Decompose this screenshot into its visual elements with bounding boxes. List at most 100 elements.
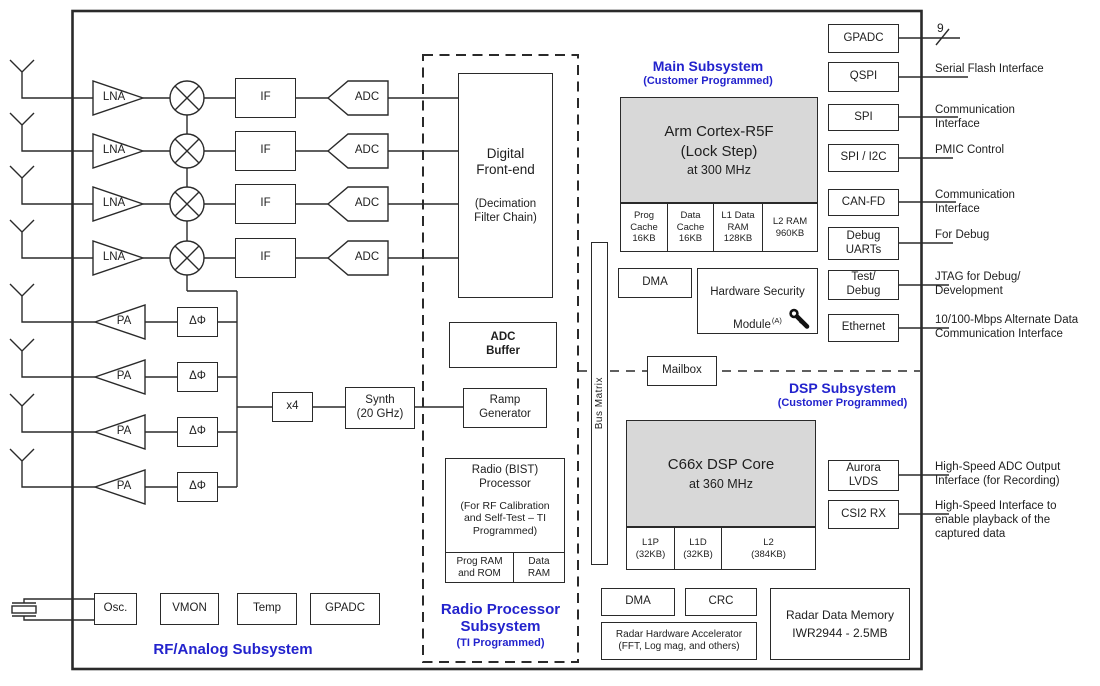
radar-hw-accelerator-block: Radar Hardware Accelerator (FFT, Log mag… xyxy=(601,622,757,660)
pa-label: PA xyxy=(116,315,132,327)
antenna-icon xyxy=(9,165,93,205)
aurora-lvds-block: Aurora LVDS xyxy=(828,460,899,491)
bus-matrix-block: Bus Matrix xyxy=(591,242,608,565)
cpu-title: Arm Cortex-R5F (Lock Step) xyxy=(664,123,774,160)
spi-i2c-note: PMIC Control xyxy=(935,144,1005,156)
qspi-block: QSPI xyxy=(828,62,899,92)
adc-pentagon xyxy=(326,186,389,222)
osc-block: Osc. xyxy=(94,593,137,625)
mailbox-block: Mailbox xyxy=(647,356,717,386)
hsm-footnote-ref: (A) xyxy=(771,315,782,325)
lna-label: LNA xyxy=(102,251,126,263)
lna-label: LNA xyxy=(102,144,126,156)
test-debug-note: JTAG for Debug/ Development xyxy=(935,271,1021,297)
adc-label: ADC xyxy=(354,91,380,103)
multiplier-x4-block: x4 xyxy=(272,392,313,422)
hardware-security-module-block: Hardware Security Module(A) xyxy=(697,268,818,334)
if-block: IF xyxy=(235,184,296,224)
mem-cell-l2-ram: L2 RAM 960KB xyxy=(762,204,817,251)
antenna-icon xyxy=(9,219,93,259)
adc-pentagon xyxy=(326,133,389,169)
mixer-icon xyxy=(169,240,205,276)
lna-label: LNA xyxy=(102,197,126,209)
mem-cell-l1p: L1P (32KB) xyxy=(635,537,666,560)
dfe-note: (Decimation Filter Chain) xyxy=(474,197,537,224)
mixer-icon xyxy=(169,80,205,116)
hsm-text: Hardware Security Module(A) xyxy=(710,269,805,333)
dsp-core-title: C66x DSP Core xyxy=(667,455,775,473)
mem-cell-data-cache: Data Cache 16KB xyxy=(667,204,713,251)
main-subsystem-title: Main Subsystem xyxy=(652,58,764,74)
temp-block: Temp xyxy=(237,593,297,625)
lna-label: LNA xyxy=(102,91,126,103)
adc-label: ADC xyxy=(354,251,380,263)
phase-shifter-block: ΔΦ xyxy=(177,472,218,502)
antenna-icon xyxy=(9,283,95,323)
vmon-block: VMON xyxy=(160,593,219,625)
dsp-memory-row: L1P (32KB) L1D (32KB) L2 (384KB) xyxy=(626,527,816,570)
debug-uarts-block: Debug UARTs xyxy=(828,227,899,260)
tx-row-wire xyxy=(145,321,177,488)
radio-processor-sublabel: (TI Programmed) xyxy=(456,637,545,649)
antenna-icon xyxy=(9,393,95,433)
antenna-icon xyxy=(9,112,93,152)
pa-label: PA xyxy=(116,480,132,492)
crc-block: CRC xyxy=(685,588,757,616)
if-block: IF xyxy=(235,131,296,171)
dsp-core-clock: at 360 MHz xyxy=(689,476,753,491)
test-debug-block: Test/ Debug xyxy=(828,270,899,300)
rf-analog-subsystem-label: RF/Analog Subsystem xyxy=(153,641,313,658)
mem-cell-l2: L2 (384KB) xyxy=(721,528,815,569)
phase-shifter-block: ΔΦ xyxy=(177,362,218,392)
mem-cell-l1d: L1D (32KB) xyxy=(674,528,721,569)
lna-triangle xyxy=(92,80,146,116)
spi-i2c-block: SPI / I2C xyxy=(828,144,899,172)
main-subsystem-subtitle: (Customer Programmed) xyxy=(643,75,773,87)
mixer-icon xyxy=(169,186,205,222)
csi2-note: High-Speed Interface to enable playback … xyxy=(935,500,1057,540)
antenna-icon xyxy=(9,338,95,378)
adc-label: ADC xyxy=(354,197,380,209)
csi2-rx-block: CSI2 RX xyxy=(828,500,899,529)
mem-cell-l1-data-ram: L1 Data RAM 128KB xyxy=(713,204,762,251)
adc-buffer-block: ADC Buffer xyxy=(449,322,557,368)
radar-data-memory-block: Radar Data Memory IWR2944 - 2.5MB xyxy=(770,588,910,660)
ethernet-note: 10/100-Mbps Alternate Data Communication… xyxy=(935,314,1079,340)
antenna-icon xyxy=(9,59,93,99)
bus-matrix-label: Bus Matrix xyxy=(593,377,605,430)
cpu-clock: at 300 MHz xyxy=(687,163,751,177)
c66x-dsp-core-block: C66x DSP Core at 360 MHz xyxy=(626,420,816,527)
crystal-oscillator-icon xyxy=(11,598,94,621)
pa-label: PA xyxy=(116,425,132,437)
dma-dsp-block: DMA xyxy=(601,588,675,616)
spi-note: Communication Interface xyxy=(935,104,1015,130)
dsp-subsystem-title: DSP Subsystem xyxy=(788,380,897,396)
chip-border xyxy=(71,9,923,671)
radio-processor-subsystem-label: Radio Processor Subsystem xyxy=(440,601,561,636)
dma-main-block: DMA xyxy=(618,268,692,298)
gpadc-io-block: GPADC xyxy=(828,24,899,53)
digital-front-end-block: Digital Front-end (Decimation Filter Cha… xyxy=(458,73,553,298)
debug-uarts-note: For Debug xyxy=(935,229,990,241)
dfe-title: Digital Front-end xyxy=(476,145,535,177)
antenna-icon xyxy=(9,448,95,488)
r5f-memory-row: Prog Cache 16KB Data Cache 16KB L1 Data … xyxy=(620,203,818,252)
qspi-note: Serial Flash Interface xyxy=(935,63,1044,75)
bist-note: (For RF Calibration and Self-Test – TI P… xyxy=(460,499,550,537)
adc-label: ADC xyxy=(354,144,380,156)
lna-triangle xyxy=(92,240,146,276)
hsm-title-line1: Hardware Security xyxy=(710,285,805,298)
lna-triangle xyxy=(92,186,146,222)
aurora-note: High-Speed ADC Output Interface (for Rec… xyxy=(935,461,1061,487)
mem-cell-prog-cache: Prog Cache 16KB xyxy=(630,210,658,245)
mixer-icon xyxy=(169,133,205,169)
radio-bist-processor-block: Radio (BIST) Processor (For RF Calibrati… xyxy=(445,458,565,583)
lo-distribution-wire xyxy=(186,115,238,487)
gpadc-rf-block: GPADC xyxy=(310,593,380,625)
key-icon xyxy=(789,308,810,329)
if-block: IF xyxy=(235,238,296,278)
if-block: IF xyxy=(235,78,296,118)
bist-prog-ram-cell: Prog RAM and ROM xyxy=(446,553,514,582)
ethernet-block: Ethernet xyxy=(828,314,899,342)
